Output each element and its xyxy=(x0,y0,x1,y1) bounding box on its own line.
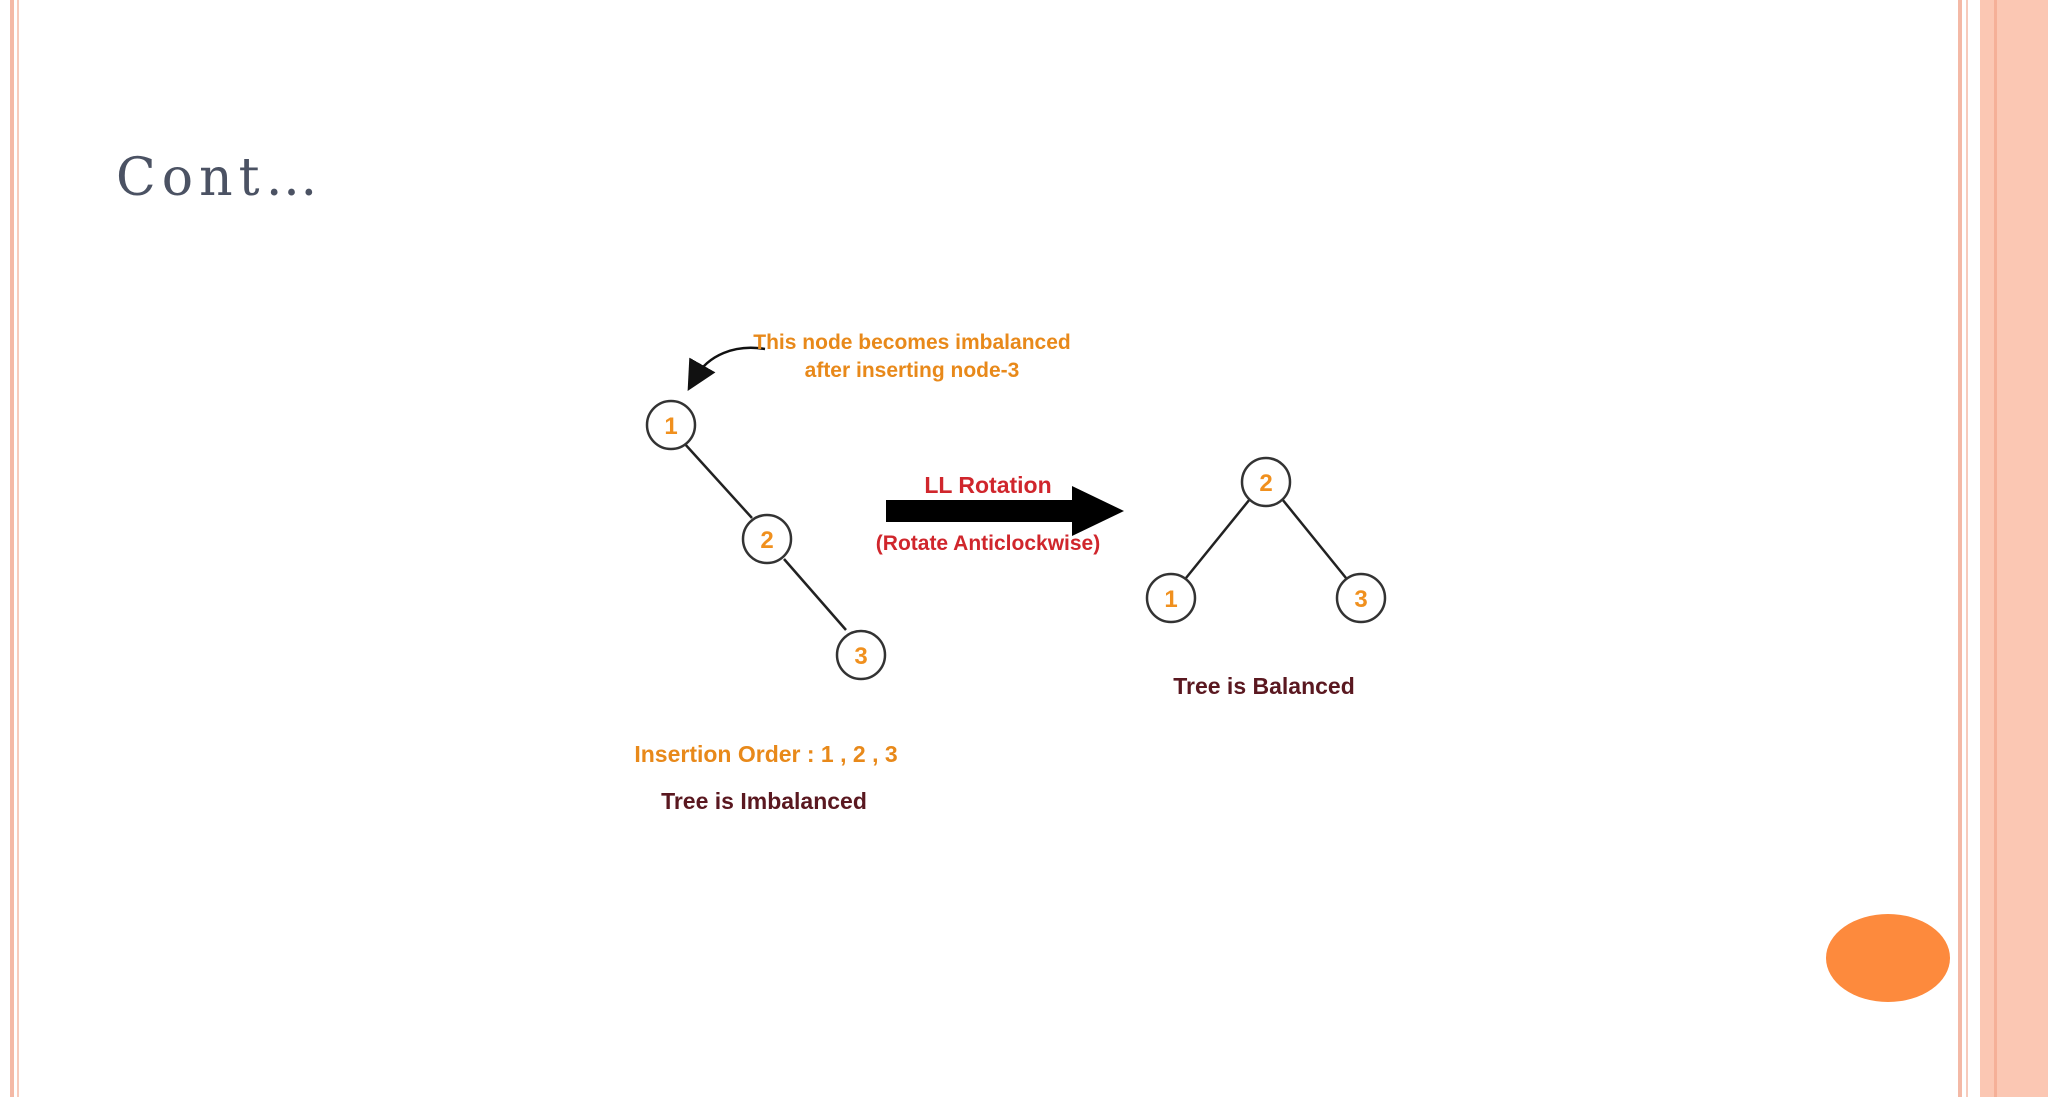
annotation-line-2: after inserting node-3 xyxy=(805,359,1020,382)
left-border-inner-line xyxy=(17,0,19,1097)
after-node-2: 2 xyxy=(1240,456,1292,508)
before-edge-1-2 xyxy=(683,442,753,519)
after-node-3: 3 xyxy=(1335,572,1387,624)
after-node-1-label: 1 xyxy=(1164,586,1177,613)
orange-accent-dot xyxy=(1826,914,1950,1002)
after-status-caption: Tree is Balanced xyxy=(1173,673,1355,699)
annotation-curved-arrow xyxy=(687,346,766,392)
after-node-3-label: 3 xyxy=(1354,586,1367,613)
rotation-subtitle: (Rotate Anticlockwise) xyxy=(876,532,1100,555)
right-accent-band xyxy=(1980,0,2048,1097)
right-border-line xyxy=(1958,0,1962,1097)
after-edge-2-1 xyxy=(1185,498,1251,579)
before-node-1: 1 xyxy=(645,399,697,451)
right-accent-band-edge xyxy=(1994,0,1997,1097)
before-edge-2-3 xyxy=(783,558,847,631)
insertion-order-caption: Insertion Order : 1 , 2 , 3 xyxy=(634,741,897,767)
slide-title: Cont… xyxy=(116,148,324,208)
annotation-line-1: This node becomes imbalanced xyxy=(753,331,1070,354)
after-edge-2-3 xyxy=(1281,498,1347,579)
before-node-2-label: 2 xyxy=(760,527,773,554)
before-status-caption: Tree is Imbalanced xyxy=(661,788,867,814)
rotation-arrow xyxy=(886,486,1124,536)
after-node-1: 1 xyxy=(1145,572,1197,624)
before-node-3-label: 3 xyxy=(854,643,867,670)
before-node-1-label: 1 xyxy=(664,413,677,440)
before-node-2: 2 xyxy=(741,513,793,565)
before-node-3: 3 xyxy=(835,629,887,681)
after-node-2-label: 2 xyxy=(1259,470,1272,497)
rotation-title: LL Rotation xyxy=(924,472,1051,498)
right-border-inner-line xyxy=(1966,0,1968,1097)
left-border-line xyxy=(10,0,14,1097)
